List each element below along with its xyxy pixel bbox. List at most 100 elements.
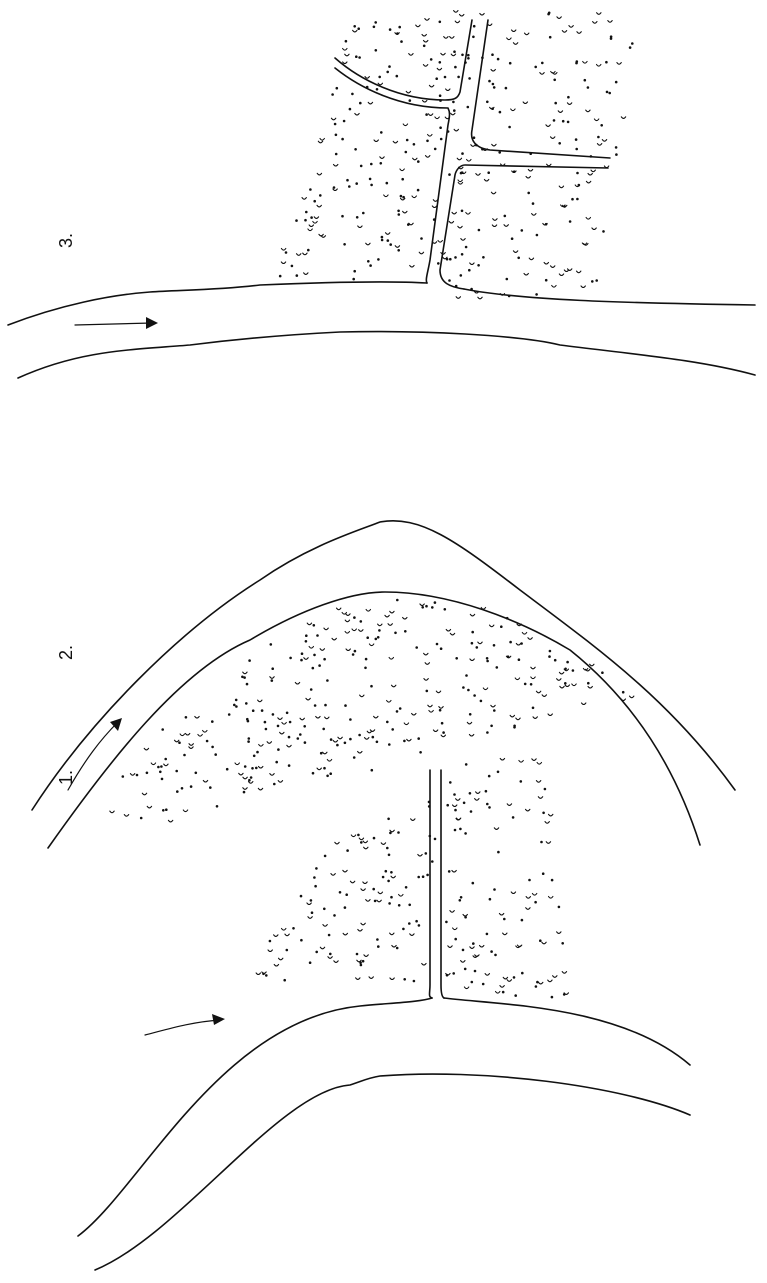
- sediment-dot: [320, 752, 323, 755]
- sediment-dot: [175, 770, 178, 773]
- sediment-dot: [470, 810, 473, 813]
- sediment-mark: [365, 738, 369, 740]
- sediment-mark: [346, 649, 350, 651]
- sediment-mark: [307, 903, 311, 905]
- sediment-dot: [333, 186, 336, 189]
- sediment-mark: [544, 262, 548, 264]
- sediment-dot: [549, 650, 552, 653]
- sediment-mark: [401, 198, 405, 200]
- flow-arrow-2: [68, 718, 122, 790]
- sediment-dot: [159, 771, 162, 774]
- sediment-mark: [406, 91, 410, 93]
- sediment-mark: [392, 945, 396, 947]
- sediment-mark: [450, 633, 454, 635]
- sediment-dot: [469, 713, 472, 716]
- sediment-dot: [385, 870, 388, 873]
- sediment-dot: [185, 716, 188, 719]
- sediment-dot: [520, 780, 523, 783]
- sediment-dot: [472, 882, 475, 885]
- sediment-dot: [355, 55, 358, 58]
- sediment-mark: [267, 742, 271, 744]
- sediment-dot: [360, 964, 363, 967]
- sediment-dot: [285, 251, 288, 254]
- sediment-mark: [437, 68, 441, 70]
- sediment-mark: [416, 25, 420, 27]
- sediment-mark: [387, 701, 391, 703]
- sediment-mark: [515, 678, 519, 680]
- sediment-dot: [346, 179, 349, 182]
- sediment-dot: [521, 229, 524, 232]
- sediment-dot: [335, 134, 338, 137]
- sediment-dot: [315, 867, 318, 870]
- sediment-dot: [336, 87, 339, 90]
- sediment-mark: [366, 900, 370, 902]
- sediment-dot: [473, 136, 476, 139]
- sediment-dot: [409, 99, 412, 102]
- sediment-dot: [300, 895, 303, 898]
- sediment-dot: [313, 200, 316, 203]
- sediment-dot: [566, 661, 569, 664]
- sediment-mark: [476, 174, 480, 176]
- sediment-dot: [291, 265, 294, 268]
- sediment-mark: [374, 140, 378, 142]
- sediment-dot: [389, 832, 392, 835]
- sediment-mark: [307, 623, 311, 625]
- sediment-dot: [540, 841, 543, 844]
- sediment-dot: [248, 659, 251, 662]
- sediment-dot: [461, 152, 464, 155]
- diagram-1: 1.: [56, 758, 690, 1270]
- sediment-dot: [377, 258, 380, 261]
- sediment-mark: [249, 782, 253, 784]
- sediment-mark: [366, 610, 370, 612]
- sediment-dot: [346, 849, 349, 852]
- sediment-mark: [388, 624, 392, 626]
- sediment-dot: [415, 646, 418, 649]
- sediment-dot: [286, 949, 289, 952]
- sediment-mark: [418, 854, 422, 856]
- sediment-mark: [567, 103, 571, 105]
- sediment-dot: [502, 991, 505, 994]
- sediment-dot: [474, 970, 477, 973]
- sediment-dot: [400, 40, 403, 43]
- sediment-dot: [261, 709, 264, 712]
- sediment-dot: [467, 106, 470, 109]
- sediment-mark: [358, 929, 362, 931]
- sediment-mark: [526, 176, 530, 178]
- sediment-mark: [426, 156, 430, 158]
- sediment-mark: [464, 987, 468, 989]
- sediment-mark: [318, 141, 322, 143]
- sediment-mark: [458, 183, 462, 185]
- sediment-mark: [428, 135, 432, 137]
- river-1-upper-bank-right: [444, 998, 690, 1065]
- sediment-dot: [615, 153, 618, 156]
- sediment-mark: [569, 26, 573, 28]
- sediment-mark: [428, 705, 432, 707]
- sediment-mark: [235, 763, 239, 765]
- sediment-mark: [378, 83, 382, 85]
- sediment-dot: [558, 142, 561, 145]
- sediment-dot: [398, 26, 401, 29]
- sediment-dot: [497, 58, 500, 61]
- sediment-mark: [470, 263, 474, 265]
- sediment-mark: [522, 633, 526, 635]
- sediment-dot: [382, 876, 385, 879]
- sediment-dot: [459, 828, 462, 831]
- sediment-dot: [330, 738, 333, 741]
- sediment-dot: [372, 888, 375, 891]
- sediment-dot: [165, 808, 168, 811]
- sediment-dot: [353, 756, 356, 759]
- sediment-mark: [268, 950, 272, 952]
- sediment-mark: [617, 63, 621, 65]
- sediment-mark: [483, 688, 487, 690]
- sediment-dot: [310, 688, 313, 691]
- sediment-mark: [378, 892, 382, 894]
- sediment-dot: [390, 896, 393, 899]
- sediment-dot: [269, 940, 272, 943]
- sediment-dot: [331, 93, 334, 96]
- diagram-2-label: 2.: [56, 645, 76, 660]
- sediment-mark: [453, 928, 457, 930]
- sediment-dot: [387, 880, 390, 883]
- sediment-dot: [477, 264, 480, 267]
- sediment-dot: [380, 162, 383, 165]
- sediment-mark: [451, 54, 455, 56]
